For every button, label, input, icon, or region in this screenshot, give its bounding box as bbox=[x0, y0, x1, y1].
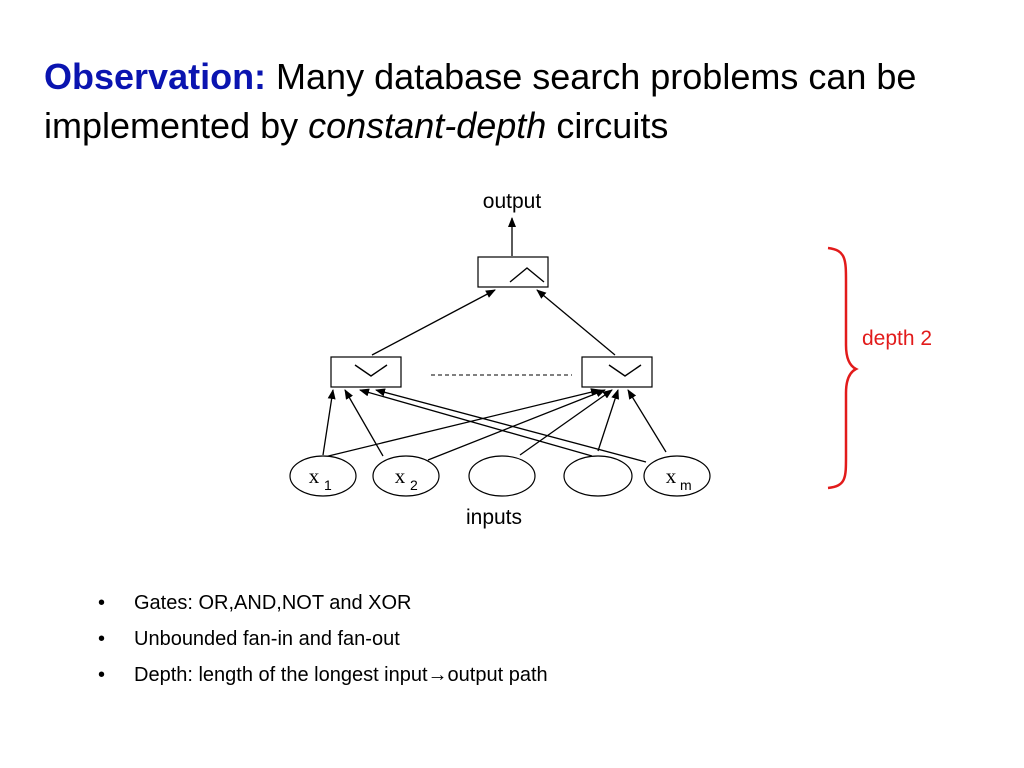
bullet-text: Unbounded fan-in and fan-out bbox=[134, 628, 400, 650]
title-lead: Observation: bbox=[44, 56, 267, 97]
list-item: • Gates: OR,AND,NOT and XOR bbox=[92, 588, 548, 624]
slide-title: Observation: Many database search proble… bbox=[44, 52, 1004, 150]
wire-right-gate-to-top bbox=[536, 289, 616, 356]
bullet-icon: • bbox=[98, 592, 106, 614]
title-emphasis: constant-depth bbox=[308, 105, 547, 146]
bullet-icon: • bbox=[98, 664, 106, 686]
input-xm-subscript: m bbox=[680, 477, 692, 493]
input-x2-label: x bbox=[395, 464, 406, 488]
list-item: • Unbounded fan-in and fan-out bbox=[92, 624, 548, 660]
input-xm-label: x bbox=[666, 464, 677, 488]
and-gate-top bbox=[477, 256, 549, 288]
or-gate-right bbox=[581, 356, 653, 388]
or-gate-left bbox=[330, 356, 402, 388]
input-x1-label: x bbox=[309, 464, 320, 488]
inputs-label: inputs bbox=[466, 506, 522, 529]
input-node-blank bbox=[563, 455, 633, 497]
title-text-2: circuits bbox=[546, 105, 669, 146]
bullet-text: Gates: OR,AND,NOT and XOR bbox=[134, 592, 412, 614]
bullet-icon: • bbox=[98, 628, 106, 650]
input-node-x2: x 2 bbox=[372, 455, 440, 497]
output-label: output bbox=[483, 190, 542, 213]
bullet-text: Depth: length of the longest input→outpu… bbox=[134, 664, 548, 686]
and-symbol-icon bbox=[509, 267, 545, 283]
input-node-x1: x 1 bbox=[289, 455, 357, 497]
input-wires bbox=[311, 388, 667, 463]
or-symbol-icon bbox=[608, 364, 642, 377]
input-x2-subscript: 2 bbox=[410, 477, 418, 493]
input-x1-subscript: 1 bbox=[324, 477, 332, 493]
depth-label: depth 2 bbox=[862, 327, 932, 350]
list-item: • Depth: length of the longest input→outp… bbox=[92, 660, 548, 696]
bullet-list: • Gates: OR,AND,NOT and XOR • Unbounded fa… bbox=[92, 588, 548, 696]
or-symbol-icon bbox=[354, 364, 388, 377]
input-node-blank bbox=[468, 455, 536, 497]
wire-left-gate-to-top bbox=[371, 289, 496, 356]
title-text-1: Many database search problems can be imp… bbox=[44, 56, 917, 146]
depth-brace-icon bbox=[827, 246, 859, 490]
input-node-xm: x m bbox=[643, 455, 711, 497]
